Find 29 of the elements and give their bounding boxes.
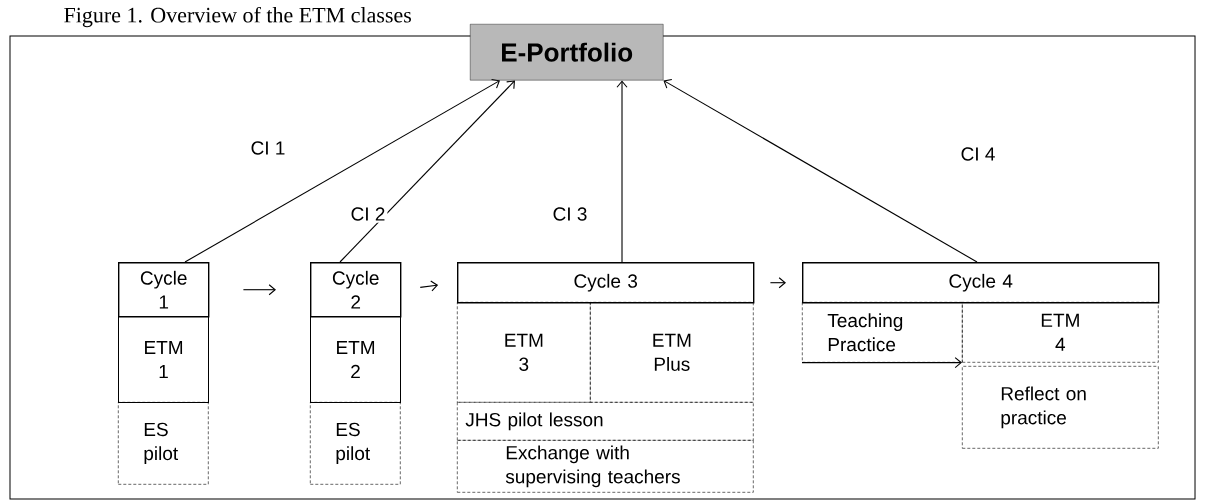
activity-box: ES pilot — [310, 402, 401, 485]
arrow — [616, 80, 628, 263]
cycle-box: Cycle 3 — [457, 262, 755, 304]
class-box: ETM 2 — [310, 316, 401, 403]
edge-label: CI 4 — [958, 145, 998, 163]
arrow — [663, 78, 978, 263]
arrow — [419, 280, 439, 292]
arrow — [242, 284, 276, 296]
activity-box: Reflect on practice — [962, 366, 1159, 449]
edge-label: CI 1 — [248, 139, 288, 157]
class-box: ETM 1 — [118, 316, 209, 403]
figure-title: Figure 1. Overview of the ETM classes — [64, 6, 411, 28]
cycle-box: Cycle 4 — [802, 262, 1160, 304]
arrow — [801, 357, 962, 369]
arrow — [339, 80, 515, 263]
activity-box: Teaching Practice — [802, 302, 963, 363]
activity-box: ETM Plus — [590, 302, 754, 403]
activity-box: ETM 4 — [962, 302, 1159, 363]
activity-box: ETM 3 — [457, 302, 591, 403]
activity-box: Exchange with supervising teachers — [457, 440, 754, 493]
cycle-box: Cycle 2 — [310, 262, 402, 318]
title-box: E-Portfolio — [470, 24, 664, 81]
edge-label: CI 3 — [550, 205, 590, 223]
edge-label: CI 2 — [348, 205, 388, 223]
activity-box: JHS pilot lesson — [457, 402, 754, 441]
cycle-box: Cycle 1 — [118, 262, 210, 318]
activity-box: ES pilot — [118, 402, 209, 485]
arrow — [184, 78, 500, 263]
arrow — [769, 277, 786, 289]
